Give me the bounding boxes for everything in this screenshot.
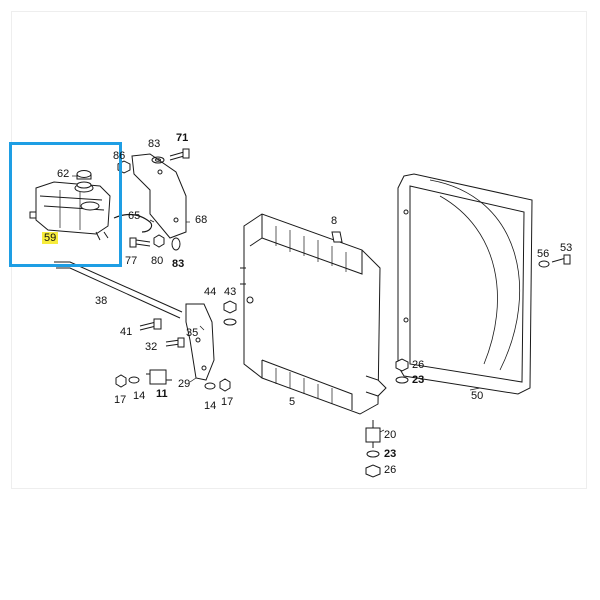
selection-highlight-box	[9, 142, 122, 267]
washer-80[interactable]	[153, 234, 165, 248]
label-23-bottom[interactable]: 23	[384, 448, 397, 460]
bolt-41[interactable]	[139, 318, 162, 331]
label-23-right[interactable]: 23	[412, 374, 425, 386]
hose[interactable]	[113, 213, 153, 233]
label-26-bottom[interactable]: 26	[384, 464, 397, 476]
label-11[interactable]: 11	[156, 388, 168, 400]
label-14-right[interactable]: 14	[204, 400, 217, 412]
washer-83b[interactable]	[171, 237, 181, 251]
label-80[interactable]: 80	[151, 255, 164, 267]
washer-56[interactable]	[538, 260, 550, 268]
label-86[interactable]: 86	[113, 150, 126, 162]
label-59-selected[interactable]: 59	[42, 232, 59, 244]
label-83-bottom[interactable]: 83	[172, 258, 185, 270]
label-77[interactable]: 77	[125, 255, 138, 267]
label-83-top[interactable]: 83	[148, 138, 161, 150]
label-29[interactable]: 29	[178, 378, 191, 390]
label-8[interactable]: 8	[331, 215, 338, 227]
label-43[interactable]: 43	[224, 286, 237, 298]
label-17-left[interactable]: 17	[114, 394, 127, 406]
tank-cap[interactable]	[76, 170, 92, 180]
label-56[interactable]: 56	[537, 248, 550, 260]
radiator[interactable]	[240, 213, 387, 415]
label-32[interactable]: 32	[145, 341, 158, 353]
label-53[interactable]: 53	[560, 242, 573, 254]
lower-bracket[interactable]	[185, 303, 215, 381]
rubber-mount-20[interactable]	[365, 420, 381, 448]
label-5[interactable]: 5	[289, 396, 296, 408]
nut-44[interactable]	[223, 300, 237, 314]
washer-43[interactable]	[223, 318, 237, 326]
bolt-77[interactable]	[129, 237, 151, 248]
label-41[interactable]: 41	[120, 326, 133, 338]
nut-17b[interactable]	[219, 378, 231, 392]
label-62[interactable]: 62	[57, 168, 70, 180]
bolt-71[interactable]	[169, 148, 190, 161]
rubber-mount-11[interactable]	[146, 369, 172, 385]
label-17-right[interactable]: 17	[221, 396, 234, 408]
label-38[interactable]: 38	[95, 295, 108, 307]
label-65[interactable]: 65	[128, 210, 141, 222]
support-rod[interactable]	[54, 261, 183, 319]
leader-lines	[72, 175, 481, 433]
label-20[interactable]: 20	[384, 429, 397, 441]
washer-14a[interactable]	[128, 376, 140, 384]
expansion-tank[interactable]	[29, 181, 111, 241]
washer-83[interactable]	[151, 156, 165, 164]
plug-8[interactable]	[331, 231, 343, 243]
label-14-left[interactable]: 14	[133, 390, 146, 402]
nut-26b[interactable]	[365, 464, 381, 478]
label-44[interactable]: 44	[204, 286, 217, 298]
label-71[interactable]: 71	[176, 132, 189, 144]
fan-shroud[interactable]	[397, 173, 533, 395]
label-26-right[interactable]: 26	[412, 359, 425, 371]
upper-bracket[interactable]	[131, 153, 187, 239]
washer-23b[interactable]	[366, 450, 380, 458]
label-50[interactable]: 50	[471, 390, 484, 402]
washer-23a[interactable]	[395, 376, 409, 384]
bolt-32[interactable]	[165, 337, 185, 348]
label-35[interactable]: 35	[186, 327, 199, 339]
nut-26a[interactable]	[395, 358, 409, 372]
label-68[interactable]: 68	[195, 214, 208, 226]
nut-17a[interactable]	[115, 374, 127, 388]
washer-14b[interactable]	[204, 382, 216, 390]
bolt-53[interactable]	[551, 254, 571, 265]
